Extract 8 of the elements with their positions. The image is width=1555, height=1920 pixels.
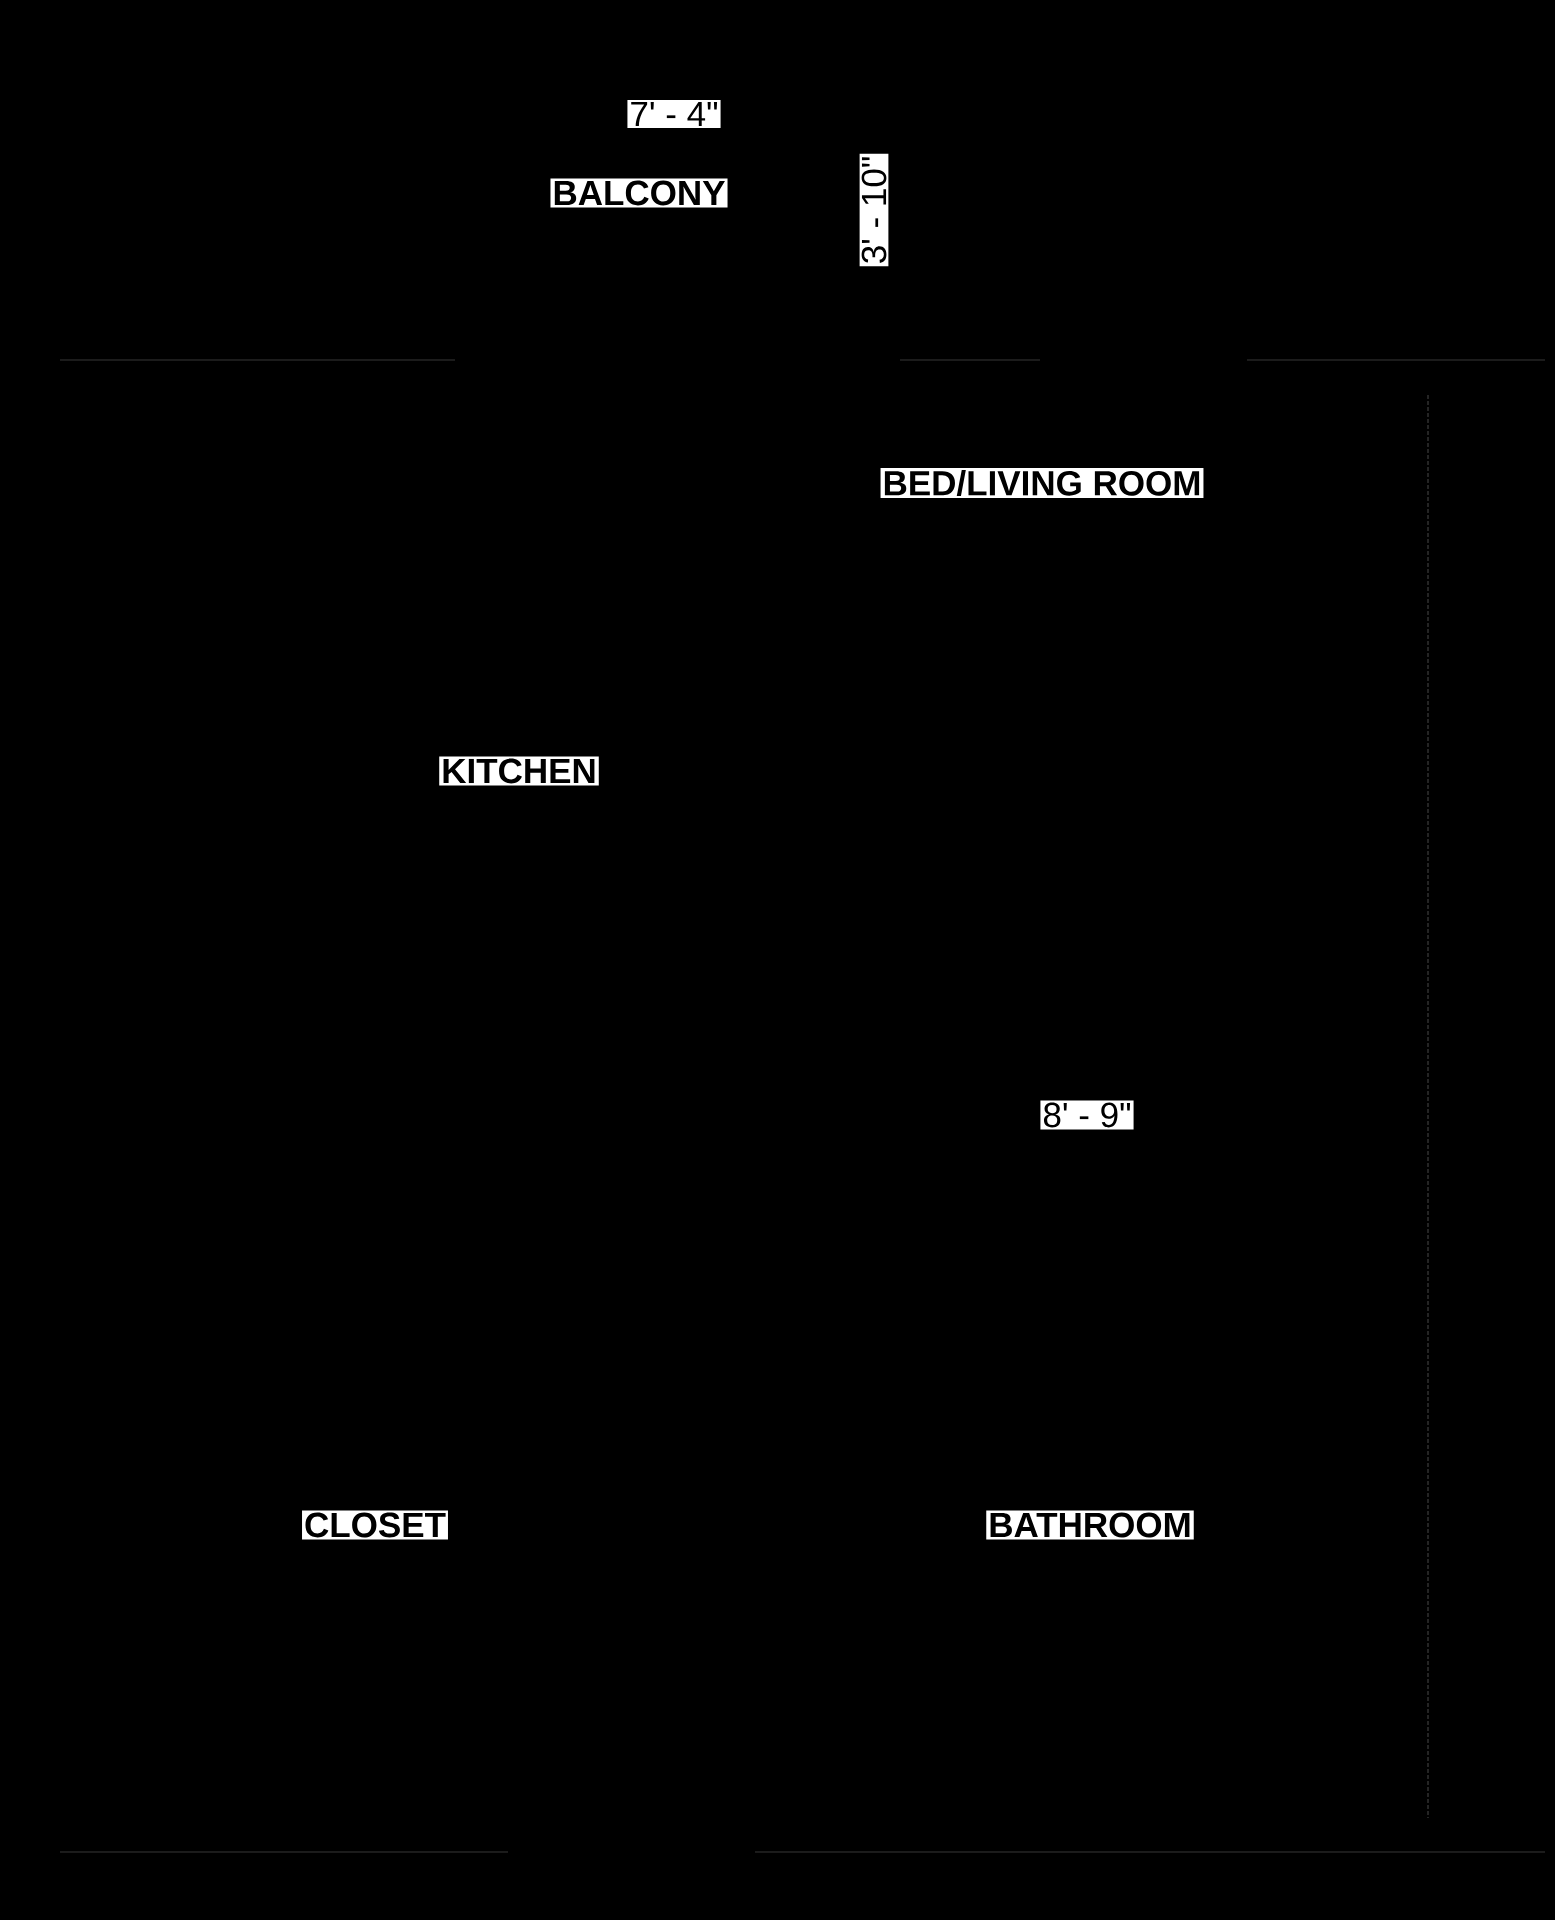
room-label: BED/LIVING ROOM xyxy=(880,467,1204,498)
room-label: CLOSET xyxy=(302,1510,448,1540)
room-label: BALCONY xyxy=(550,178,728,208)
dimension-label: 3' - 10" xyxy=(859,153,889,267)
dimension-label: 8' - 9" xyxy=(1040,1100,1134,1130)
dimension-label: 7' - 4" xyxy=(627,99,721,129)
room-label: BATHROOM xyxy=(986,1510,1194,1540)
room-label: KITCHEN xyxy=(439,756,599,786)
